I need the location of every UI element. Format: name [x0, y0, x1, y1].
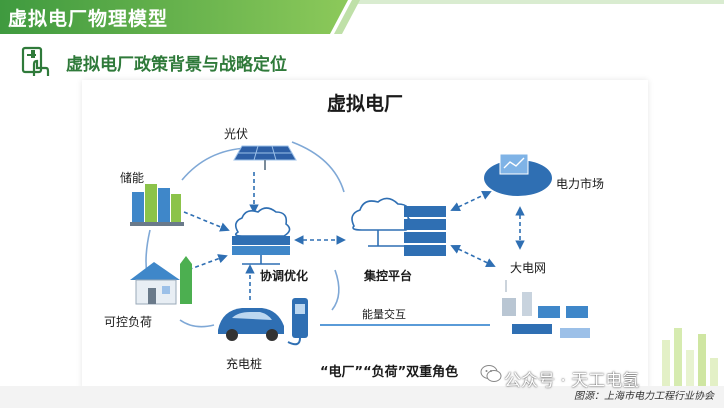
arrow-storage-coord [183, 211, 230, 232]
wechat-icon [480, 365, 502, 382]
footer-bar [0, 386, 724, 408]
node-label-controllable-load: 可控负荷 [104, 315, 152, 329]
arc-platform-down [331, 269, 340, 311]
arc-load-charging [179, 319, 215, 328]
arrow-platform-market [450, 190, 492, 212]
storage-battery-icon [130, 184, 184, 226]
node-label-coordination: 协调优化 [260, 268, 308, 283]
node-label-solar: 光伏 [224, 127, 248, 141]
node-label-power-market: 电力市场 [556, 176, 604, 191]
dual-role-caption: “电厂”“负荷”双重角色 [320, 364, 458, 380]
control-platform-server-icon [351, 197, 446, 256]
solar-panel-icon [233, 145, 297, 170]
node-label-storage: 储能 [120, 170, 144, 185]
banner-background [0, 0, 724, 34]
image-source: 图源：上海市电力工程行业协会 [574, 391, 714, 402]
power-grid-icon [502, 280, 590, 338]
watermark-text: 公众号 · 天工电氢 [504, 371, 640, 391]
arrow-platform-grid [450, 244, 496, 268]
coordination-cloud-icon [232, 207, 291, 265]
vpp-diagram: 虚拟电厂 能量交互 光伏 [104, 92, 604, 380]
node-label-charging-pile: 充电桩 [226, 356, 262, 371]
document-hand-icon [21, 46, 50, 76]
electric-car-icon [218, 298, 308, 346]
section-subtitle: 虚拟电厂政策背景与战略定位 [66, 55, 287, 75]
node-label-control-platform: 集控平台 [363, 268, 412, 283]
node-label-grid: 大电网 [510, 261, 546, 275]
decorative-bars [662, 328, 718, 390]
house-icon [130, 256, 192, 305]
page-title: 虚拟电厂物理模型 [8, 8, 169, 30]
diagram-title: 虚拟电厂 [327, 92, 403, 115]
arc-storage-solar [181, 147, 248, 181]
power-market-icon [484, 153, 552, 196]
arc-solar-right [291, 141, 345, 193]
energy-exchange-label: 能量交互 [362, 307, 406, 321]
header-banner: 虚拟电厂物理模型 [0, 0, 724, 34]
diagram-panel: 虚拟电厂 能量交互 光伏 [82, 80, 648, 390]
